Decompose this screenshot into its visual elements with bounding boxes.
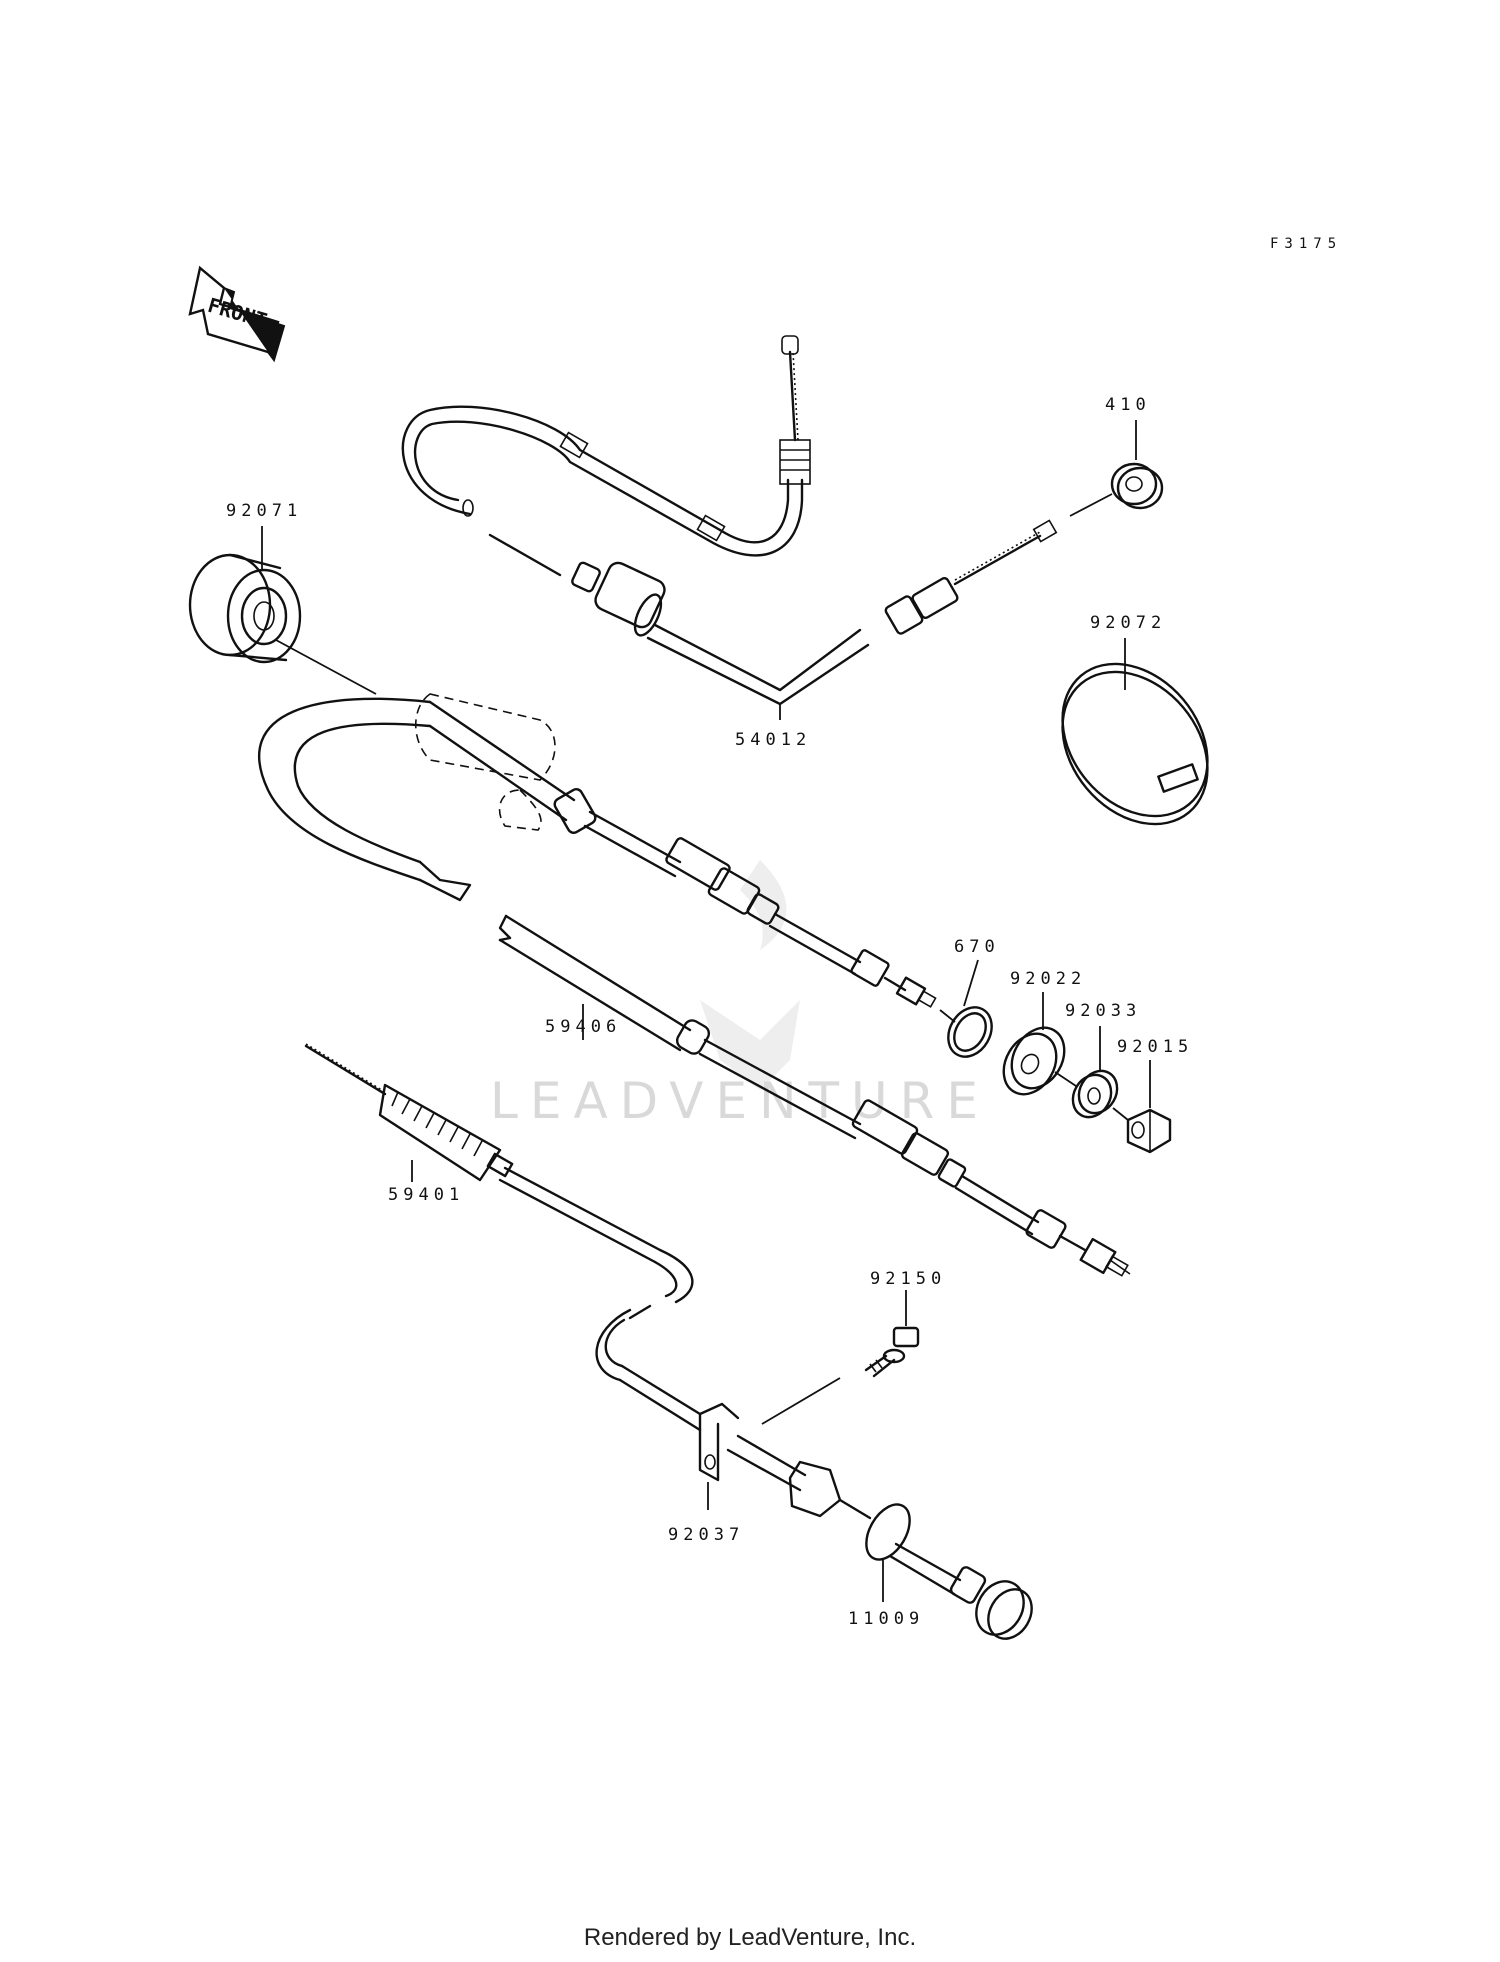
part-label-92071: 92071: [226, 501, 302, 521]
part-label-670: 670: [954, 937, 1000, 957]
part-label-54012: 54012: [735, 730, 811, 750]
washer-92022: [1002, 1026, 1066, 1096]
part-label-92015: 92015: [1117, 1037, 1193, 1057]
grommet-410: [1110, 462, 1164, 510]
part-label-92033: 92033: [1065, 1001, 1141, 1021]
front-arrow-icon: FRONT: [188, 265, 286, 363]
o-ring-670: [947, 1006, 993, 1058]
part-label-11009: 11009: [848, 1609, 924, 1629]
part-label-92072: 92072: [1090, 613, 1166, 633]
cable-54012: [401, 335, 1113, 706]
part-label-59401: 59401: [388, 1185, 464, 1205]
bolt-92150: [864, 1326, 920, 1378]
diagram-code: F3175: [1270, 236, 1342, 252]
band-92072: [1061, 662, 1209, 826]
cable-59406-lower: [498, 914, 1131, 1277]
lock-washer-92033: [1071, 1069, 1119, 1119]
footer-credit: Rendered by LeadVenture, Inc.: [583, 1924, 917, 1951]
part-label-410: 410: [1105, 395, 1151, 415]
nut-92015: [1126, 1108, 1172, 1154]
part-label-92150: 92150: [870, 1269, 946, 1289]
part-label-92037: 92037: [668, 1525, 744, 1545]
bushing-92071: [188, 553, 302, 664]
cable-59406: [257, 693, 937, 1008]
watermark: LEADVENTURE: [490, 860, 990, 1130]
part-label-92022: 92022: [1010, 969, 1086, 989]
choke-cable-59401: [304, 1043, 1033, 1640]
watermark-text: LEADVENTURE: [490, 1072, 990, 1130]
part-label-59406: 59406: [545, 1017, 621, 1037]
